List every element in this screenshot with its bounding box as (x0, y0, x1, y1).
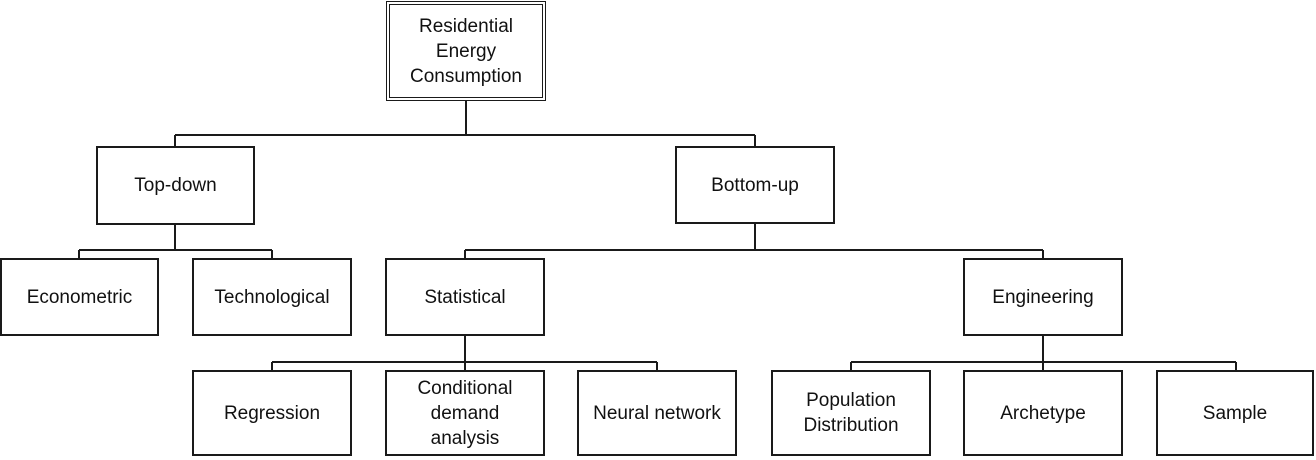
node-label: Neural network (593, 402, 721, 424)
label-line: Population (806, 390, 896, 411)
node-engineering: Engineering (963, 258, 1123, 336)
label-line: Consumption (410, 65, 522, 87)
node-label: Sample (1202, 402, 1268, 424)
node-population-distribution: Population Distribution (771, 370, 931, 456)
label-line: Energy (435, 40, 497, 62)
node-econometric: Econometric (0, 258, 159, 336)
node-label: Residential Energy Consumption (410, 14, 522, 89)
node-archetype: Archetype (963, 370, 1123, 456)
node-label: Top-down (134, 175, 217, 196)
node-label: Archetype (1000, 402, 1086, 424)
node-label: Statistical (424, 286, 506, 308)
node-top-down: Top-down (96, 146, 255, 225)
label-line: Distribution (803, 415, 899, 436)
node-label: Engineering (992, 286, 1094, 308)
label-line: analysis (430, 427, 500, 449)
node-label: Technological (214, 286, 330, 308)
node-residential-energy-consumption: Residential Energy Consumption (386, 1, 546, 101)
node-label: Econometric (26, 286, 133, 308)
node-regression: Regression (192, 370, 352, 456)
node-sample: Sample (1156, 370, 1314, 456)
node-label: Conditional demand analysis (417, 376, 512, 451)
label-line: Conditional (417, 377, 513, 399)
node-label: Population Distribution (803, 388, 898, 438)
node-technological: Technological (192, 258, 352, 336)
node-statistical: Statistical (385, 258, 545, 336)
label-line: demand (430, 402, 500, 424)
label-line: Residential (418, 15, 513, 37)
node-neural-network: Neural network (577, 370, 737, 456)
node-label: Bottom-up (711, 174, 799, 196)
node-bottom-up: Bottom-up (675, 146, 835, 224)
node-conditional-demand-analysis: Conditional demand analysis (385, 370, 545, 456)
node-label: Regression (223, 402, 321, 424)
